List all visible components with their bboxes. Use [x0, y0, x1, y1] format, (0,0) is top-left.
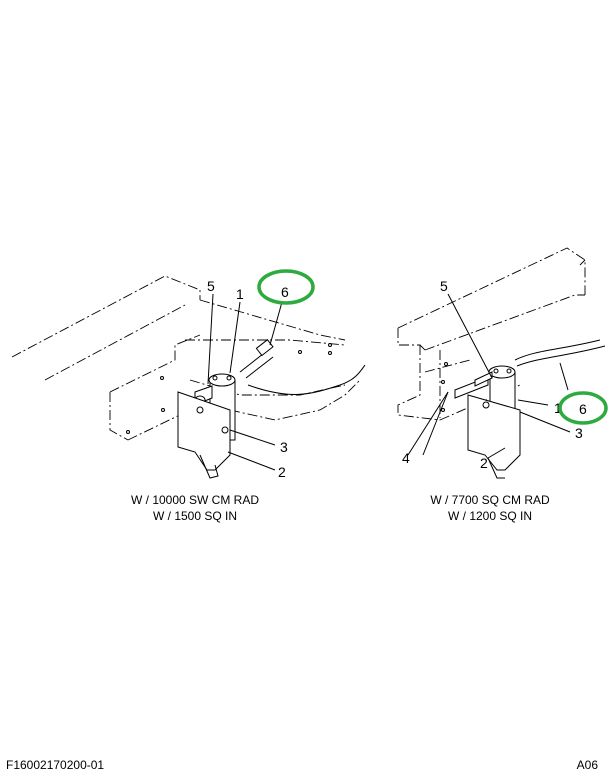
highlight-ring-right: [558, 391, 608, 425]
callout-6: 6: [579, 401, 587, 417]
callout-4: 4: [402, 450, 410, 466]
right-caption-line2: W / 1200 SQ IN: [447, 509, 533, 523]
left-assembly-illustration: [11, 275, 366, 479]
right-caption-line1: W / 7700 SQ CM RAD: [430, 493, 550, 507]
highlight-ring-left: [257, 269, 315, 305]
sheet-code: A06: [576, 758, 598, 772]
left-callouts: 5 1 6 3 2: [207, 278, 289, 480]
callout-5: 5: [207, 278, 215, 294]
right-assembly-illustration: [397, 247, 606, 479]
callout-2: 2: [480, 455, 488, 471]
callout-6: 6: [281, 284, 289, 300]
left-caption: W / 10000 SW CM RAD W / 1500 SQ IN: [95, 492, 295, 524]
callout-1: 1: [236, 286, 244, 302]
drawing-number: F16002170200-01: [6, 758, 105, 772]
callout-3: 3: [280, 439, 288, 455]
callout-5: 5: [440, 278, 448, 294]
callout-2: 2: [278, 464, 286, 480]
left-caption-line2: W / 1500 SQ IN: [152, 509, 238, 523]
callout-1: 1: [554, 400, 562, 416]
right-caption: W / 7700 SQ CM RAD W / 1200 SQ IN: [390, 492, 590, 524]
callout-3: 3: [575, 425, 583, 441]
left-caption-line1: W / 10000 SW CM RAD: [130, 493, 260, 507]
right-callouts: 5 1 6 3 4 2: [402, 278, 587, 471]
